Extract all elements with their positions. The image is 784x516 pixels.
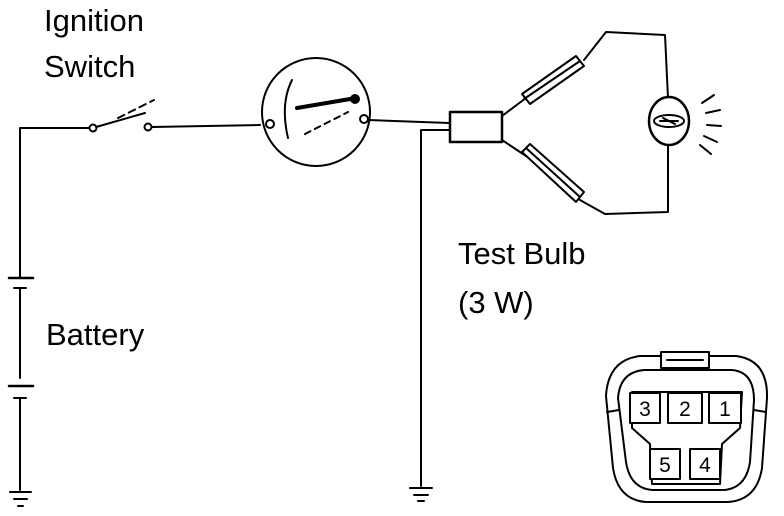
sender-wire: [367, 119, 450, 502]
gauge-symbol: [261, 57, 371, 167]
test-bulb-leads: [501, 31, 669, 215]
ignition-switch-label-line1: Ignition: [44, 3, 144, 38]
left-wire: [19, 127, 91, 279]
pin-3-label: 3: [639, 398, 651, 421]
battery-ground-symbol: [9, 491, 32, 507]
pin-5-label: 5: [659, 454, 671, 477]
connector-icon: [605, 351, 769, 503]
battery-symbol: [7, 276, 35, 491]
bulb-icon: [647, 94, 722, 155]
pin-1-label: 1: [719, 398, 731, 421]
ignition-switch-label-line2: Switch: [44, 49, 136, 84]
pin-4-label: 4: [699, 454, 711, 477]
test-connector-block: [448, 110, 504, 144]
test-bulb-label-line2: (3 W): [458, 285, 534, 320]
pin-2-label: 2: [679, 398, 691, 421]
test-bulb-label-line1: Test Bulb: [458, 236, 586, 271]
ignition-switch-symbol: [88, 99, 261, 133]
battery-label: Battery: [46, 317, 145, 352]
connector-pin-labels: 3 2 1 5 4: [639, 398, 731, 477]
